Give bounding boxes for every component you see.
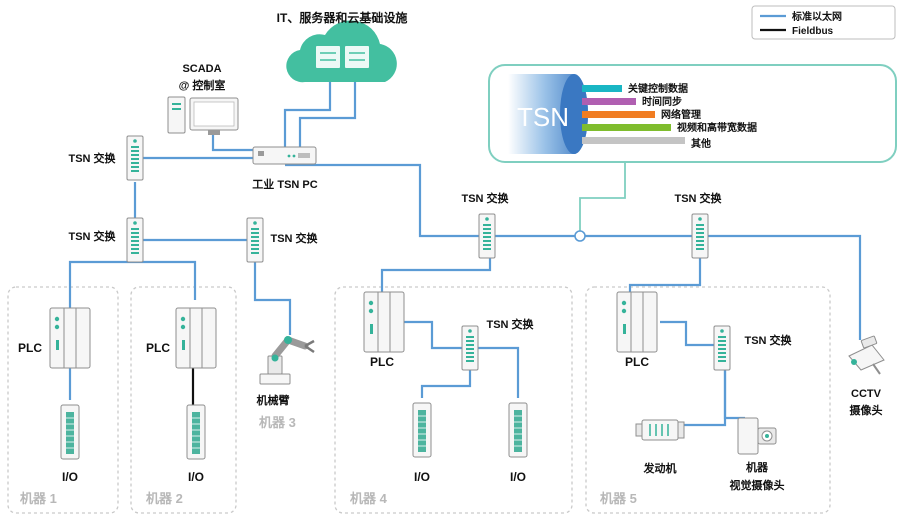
motor-icon: [635, 419, 685, 441]
tsn-switch-3-label: TSN 交换: [270, 231, 318, 245]
io-machine-1-label: I/O: [62, 470, 78, 484]
stream-label-other: 其他: [691, 137, 711, 150]
machine-label-4: 机器 4: [350, 491, 388, 506]
tsn-switch-3: [246, 217, 264, 263]
scada-label: SCADA: [182, 63, 221, 75]
industrial-pc-icon: [252, 146, 317, 165]
machine-box-1: [7, 286, 119, 514]
plc-machine-2-label: PLC: [146, 341, 170, 355]
tsn-switch-6-label: TSN 交换: [486, 317, 534, 331]
io-machine-1: [60, 404, 80, 460]
plc-machine-4-label: PLC: [370, 355, 394, 369]
machine-label-3: 机器 3: [259, 415, 296, 430]
vision-camera-label-2: 视觉摄像头: [730, 478, 785, 492]
machine-box-5: [585, 286, 831, 514]
io-machine-2-label: I/O: [188, 470, 204, 484]
motor-label: 发动机: [643, 461, 677, 475]
stream-label-video: 视频和高带宽数据: [677, 121, 757, 134]
tsn-switch-1: [126, 135, 144, 181]
tsn-switch-5-label: TSN 交换: [674, 191, 722, 205]
machine-label-1: 机器 1: [20, 491, 57, 506]
tsn-switch-2: [126, 217, 144, 263]
plc-machine-1: [49, 307, 91, 369]
stream-bar-critical-control: [582, 85, 622, 92]
machine-box-2: [130, 286, 237, 514]
io-machine-4-a-label: I/O: [414, 470, 430, 484]
stream-label-network-mgmt: 网络管理: [661, 108, 701, 121]
plc-machine-5: [616, 291, 658, 353]
legend-fieldbus-label: Fieldbus: [792, 26, 834, 37]
cctv-label-2: 摄像头: [850, 403, 883, 417]
tsn-switch-5: [691, 213, 709, 259]
machine-label-5: 机器 5: [600, 491, 637, 506]
tsn-switch-7-label: TSN 交换: [744, 333, 792, 347]
vision-camera-icon: [737, 417, 777, 455]
tsn-switch-4-label: TSN 交换: [461, 191, 509, 205]
stream-bar-other: [582, 137, 685, 144]
tsn-callout: TSN 关键控制数据 时间同步 网络管理 视频和高带宽数据 其他: [488, 64, 897, 163]
stream-bar-network-mgmt: [582, 111, 655, 118]
stream-label-time-sync: 时间同步: [642, 95, 682, 108]
tsn-switch-2-label: TSN 交换: [68, 229, 116, 243]
scada-workstation-icon: [167, 96, 239, 135]
callout-anchor: [574, 230, 586, 242]
plc-machine-4: [363, 291, 405, 353]
tsn-switch-6: [461, 325, 479, 371]
cloud-icon: [286, 20, 397, 83]
plc-machine-5-label: PLC: [625, 355, 649, 369]
stream-bar-time-sync: [582, 98, 636, 105]
vision-camera-label-1: 机器: [746, 460, 769, 474]
industrial-pc-label: 工业 TSN PC: [252, 177, 317, 191]
tsn-callout-title: TSN: [517, 102, 569, 132]
machine-label-2: 机器 2: [146, 491, 183, 506]
tsn-switch-4: [478, 213, 496, 259]
scada-location: @ 控制室: [179, 78, 226, 92]
io-machine-4-b-label: I/O: [510, 470, 526, 484]
plc-machine-2: [175, 307, 217, 369]
cctv-label-1: CCTV: [851, 388, 882, 400]
io-machine-2: [186, 404, 206, 460]
cctv-camera-icon: [848, 335, 885, 375]
legend: 标准以太网 Fieldbus: [751, 5, 896, 40]
machine-box-4: [334, 286, 573, 514]
robot-arm-label: 机械臂: [257, 393, 290, 407]
plc-machine-1-label: PLC: [18, 341, 42, 355]
legend-standard-label: 标准以太网: [791, 10, 842, 23]
io-machine-4-a: [412, 402, 432, 458]
stream-bar-video: [582, 124, 671, 131]
callout-connector: [579, 162, 626, 236]
tsn-switch-7: [713, 325, 731, 371]
cloud-label: IT、服务器和云基础设施: [277, 10, 408, 25]
io-machine-4-b: [508, 402, 528, 458]
robot-arm-icon: [259, 335, 315, 385]
tsn-switch-1-label: TSN 交换: [68, 151, 116, 165]
stream-label-critical-control: 关键控制数据: [628, 82, 688, 95]
